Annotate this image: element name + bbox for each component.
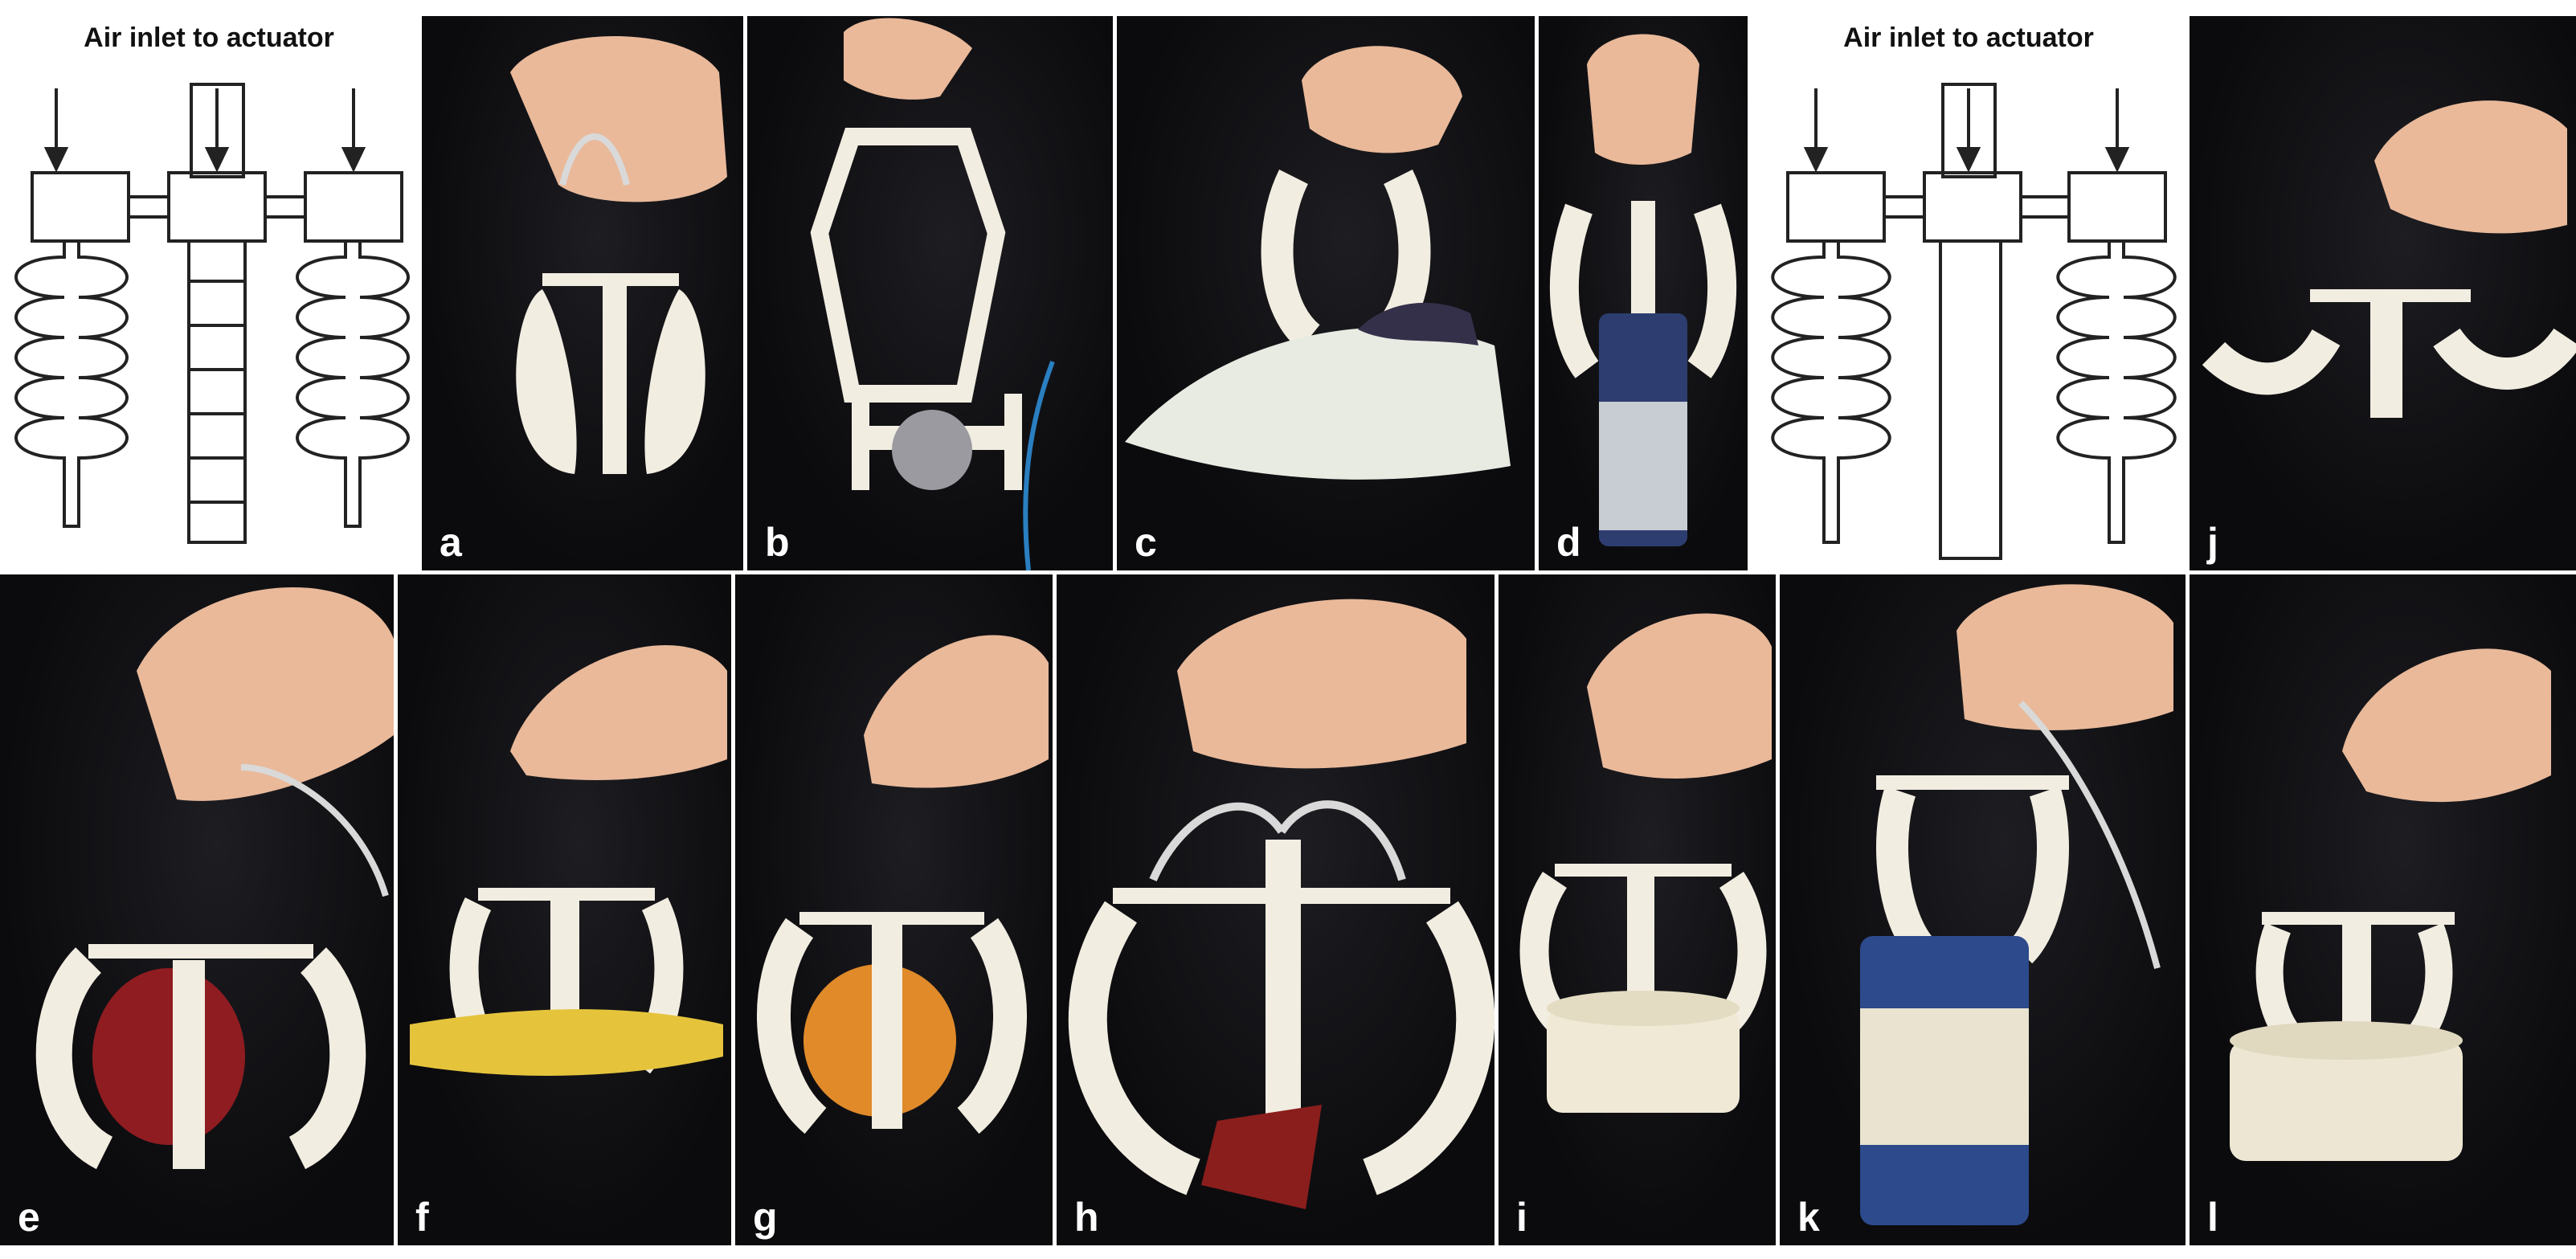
photo-panel-l: l <box>2190 574 2576 1245</box>
photo-panel-i: i <box>1499 574 1776 1245</box>
photo-panel-a: a <box>422 16 743 570</box>
panel-label: j <box>2207 520 2218 565</box>
gripper-photo-d <box>1549 34 1737 546</box>
gripper-photo-g <box>757 635 1049 1134</box>
panel-label: c <box>1135 520 1157 565</box>
panel-label: f <box>415 1195 429 1240</box>
panel-label: d <box>1556 520 1581 565</box>
panel-label: g <box>753 1195 778 1240</box>
gripper-photo-h <box>1068 599 1494 1209</box>
gripper-photo-e <box>35 587 394 1170</box>
gripper-photo-a <box>510 36 727 474</box>
panel-label: b <box>765 520 790 565</box>
gripper-photo-f <box>410 645 727 1076</box>
photo-panel-g: g <box>735 574 1053 1245</box>
photo-panel-f: f <box>398 574 731 1245</box>
gripper-photo-i <box>1519 613 1772 1113</box>
actuator-diagram-left: Air inlet to actuator <box>0 16 418 570</box>
diagram-right-drawing <box>1771 83 2177 560</box>
panel-label: e <box>18 1195 40 1240</box>
panel-label: i <box>1516 1195 1527 1240</box>
gripper-photo-b <box>810 18 1055 570</box>
photo-panel-e: e <box>0 574 394 1245</box>
photo-panel-d: d <box>1539 16 1748 570</box>
photo-panel-b: b <box>747 16 1113 570</box>
panel-label: h <box>1074 1195 1099 1240</box>
actuator-diagram-right: Air inlet to actuator <box>1752 16 2186 570</box>
photo-panel-j: j <box>2190 16 2576 570</box>
gripper-photo-c <box>1125 46 1511 480</box>
gripper-photo-k <box>1860 584 2173 1225</box>
photo-panel-h: h <box>1057 574 1494 1245</box>
diagram-title: Air inlet to actuator <box>1843 22 2094 53</box>
panel-label: a <box>440 520 462 565</box>
gripper-photo-j <box>2202 100 2576 418</box>
photo-panel-k: k <box>1780 574 2186 1245</box>
diagram-title: Air inlet to actuator <box>84 22 334 53</box>
diagram-left-drawing <box>14 83 410 544</box>
photo-panel-c: c <box>1117 16 1535 570</box>
panel-label: l <box>2207 1195 2218 1240</box>
panel-label: k <box>1797 1195 1820 1240</box>
gripper-photo-l <box>2230 648 2551 1161</box>
